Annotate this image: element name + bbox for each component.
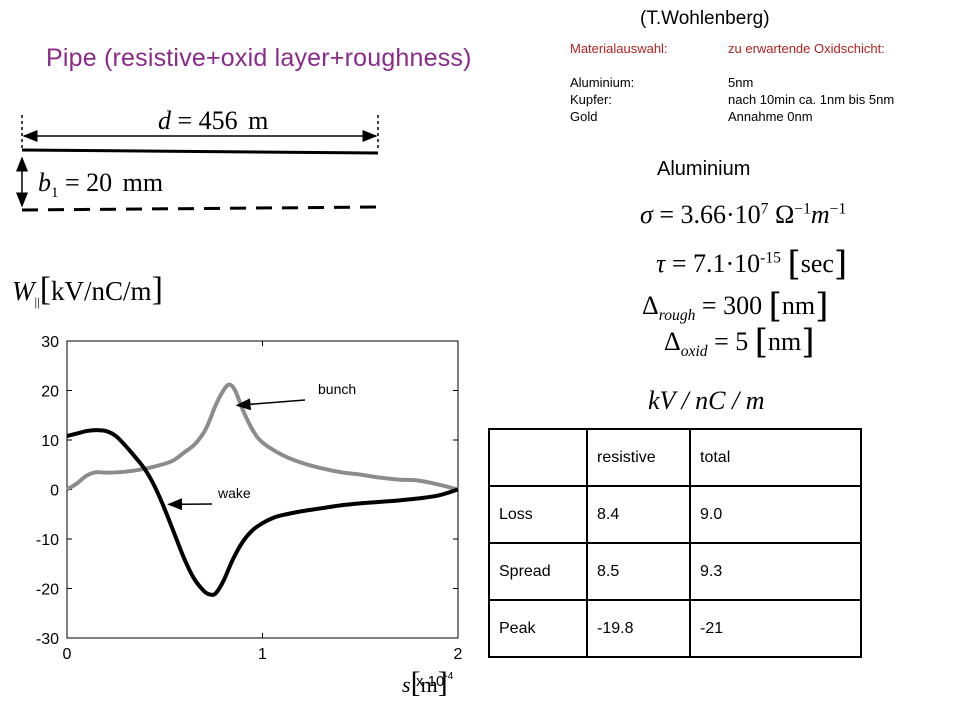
table-header-row: resistive total [488,428,862,487]
material-header-label: Materialauswahl: [570,41,668,56]
material-row-kupfer: Kupfer: nach 10min ca. 1nm bis 5nm [570,91,950,108]
annotation-arrow-bunch [235,398,306,411]
material-name: Aluminium: [570,75,635,90]
pipe-geometry-diagram: d = 456 m b1 = 20 mm [16,106,383,212]
x-axis-label: x 10-4 s[m] [402,666,454,699]
y-tick-label: 10 [41,433,59,450]
table-cell: -19.8 [586,599,691,658]
author-credit: (T.Wohlenberg) [640,8,770,29]
y-tick-label: 0 [50,483,59,500]
material-oxide: nach 10min ca. 1nm bis 5nm [728,92,895,107]
table-row: Loss 8.4 9.0 [488,485,862,544]
pipe-wall-line [21,148,379,155]
x-unit-label: s[m] [402,666,448,699]
table-header-cell [488,428,588,487]
table-cell: Loss [488,485,588,544]
table-row: Peak -19.8 -21 [488,599,862,658]
sigma-equation: σ = 3.66·107 Ω−1m−1 [640,200,847,229]
material-oxide: 5nm [728,75,754,90]
pipe-axis-dashed [21,205,383,212]
tau-equation: τ = 7.1·10-15 [sec] [656,244,848,284]
material-selection-table: Materialauswahl: zu erwartende Oxidschic… [570,40,950,125]
annotation-bunch: bunch [318,381,356,397]
material-oxide: Annahme 0nm [728,109,813,124]
material-name: Gold [570,109,598,124]
series-group [65,382,459,597]
table-cell: -21 [689,599,862,658]
material-row-aluminium: Aluminium: 5nm [570,74,950,91]
y-tick-label: 20 [41,384,59,401]
y-tick-label: -30 [36,631,59,648]
annotation-wake: wake [217,485,251,501]
y-tick-label: -10 [36,532,59,549]
table-row: Spread 8.5 9.3 [488,542,862,601]
table-header-cell: total [689,428,862,487]
table-cell: 8.5 [586,542,691,601]
table-cell: Peak [488,599,588,658]
length-label: d = 456 m [158,106,268,135]
table-header-cell: resistive [586,428,691,487]
table-cell: 9.0 [689,485,862,544]
material-header-row: Materialauswahl: zu erwartende Oxidschic… [570,40,950,57]
oxide-equation: Δoxid = 5 [nm] [664,322,815,362]
x-multiplier-label: x 10-4 [416,671,454,690]
oxide-header-label: zu erwartende Oxidschicht: [728,41,885,56]
x-tick-label: 2 [454,646,463,663]
loss-spread-peak-table: resistive total Loss 8.4 9.0 Spread 8.5 … [488,428,862,658]
table-unit-label: kV / nC / m [648,386,765,415]
material-spacer-row [570,57,950,74]
series-line-wake [66,428,459,597]
annotation-group: bunch wake [167,381,356,511]
roughness-equation: Δrough = 300 [nm] [642,286,829,326]
table-cell: 8.4 [586,485,691,544]
x-tick-label: 0 [63,646,72,663]
material-name: Kupfer: [570,92,612,107]
x-tick-label: 1 [258,646,267,663]
table-cell: Spread [488,542,588,601]
aluminium-heading: Aluminium [657,158,751,180]
y-tick-label: 30 [41,334,59,351]
table-cell: 9.3 [689,542,862,601]
plot-area-frame [66,340,459,639]
series-line-bunch [65,382,459,492]
radius-label: b1 = 20 mm [38,168,163,203]
material-row-gold: Gold Annahme 0nm [570,108,950,125]
slide-title: Pipe (resistive+oxid layer+roughness) [46,44,472,72]
y-tick-label: -20 [36,582,59,599]
y-axis-label: W||[kV/nC/m] [12,271,163,309]
